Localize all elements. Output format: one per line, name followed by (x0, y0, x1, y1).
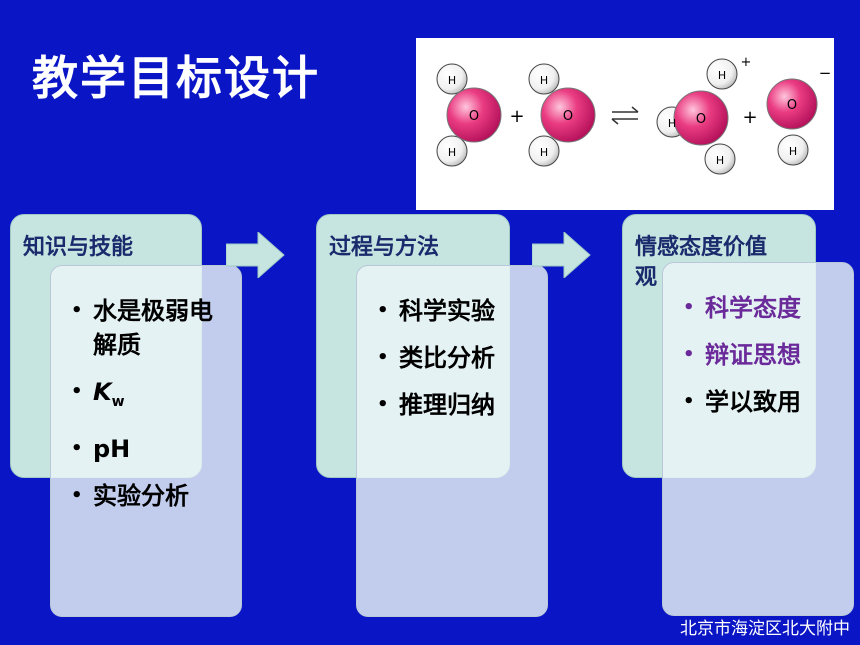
list-item-kw: Kw (69, 375, 235, 419)
footer-school-name: 北京市海淀区北大附中 (680, 619, 850, 639)
panel-process-items: 科学实验 类比分析 推理归纳 (356, 265, 548, 617)
panel-heading-attitude: 情感态度价值观 (635, 235, 768, 290)
oxygen-label: O (696, 112, 706, 127)
panel-heading-knowledge: 知识与技能 (23, 235, 134, 260)
hydrogen-label: H (540, 74, 548, 87)
plus-sign: + (742, 107, 757, 128)
list-item: 科学态度 (681, 291, 847, 325)
water-molecule-1: H H O (436, 63, 502, 167)
list-item: 类比分析 (375, 341, 541, 375)
panel-heading-process: 过程与方法 (329, 235, 440, 260)
plus-sign: + (509, 106, 524, 127)
hydrogen-label: H (540, 146, 548, 159)
list-item: 推理归纳 (375, 388, 541, 422)
equilibrium-arrow-icon (611, 106, 639, 125)
water-ionization-equation: H H O + H H O H H H (436, 55, 832, 175)
list-item: 科学实验 (375, 294, 541, 328)
water-molecule-2: H H O (528, 63, 596, 167)
right-arrow-icon (226, 232, 285, 278)
water-autoionization-diagram: H H O + H H O H H H (416, 38, 834, 210)
list-item: 学以致用 (681, 385, 847, 419)
svg-text:−: − (819, 64, 832, 82)
panel-knowledge-items: 水是极弱电解质 Kw pH 实验分析 (50, 265, 242, 617)
hydrogen-label: H (668, 117, 676, 130)
hydrogen-label: H (716, 154, 724, 167)
oxygen-label: O (787, 98, 797, 113)
kw-symbol: K (93, 378, 112, 406)
right-arrow-icon (532, 232, 591, 278)
slide-title: 教学目标设计 (32, 51, 320, 105)
hydrogen-label: H (448, 74, 456, 87)
hydrogen-label: H (718, 69, 726, 82)
hydronium-ion: H H H O + (656, 55, 752, 175)
hydrogen-label: H (789, 145, 797, 158)
hydroxide-ion: H O − (766, 64, 832, 166)
list-item: 水是极弱电解质 (69, 294, 233, 362)
list-item: 实验分析 (69, 479, 235, 513)
oxygen-label: O (563, 109, 573, 124)
list-item: pH (69, 432, 235, 466)
panel-attitude-items: 科学态度 辩证思想 学以致用 (662, 262, 854, 616)
list-item: 辩证思想 (681, 338, 847, 372)
hydrogen-label: H (448, 146, 456, 159)
kw-subscript: w (111, 393, 125, 410)
svg-text:+: + (741, 55, 752, 70)
oxygen-label: O (469, 109, 479, 124)
